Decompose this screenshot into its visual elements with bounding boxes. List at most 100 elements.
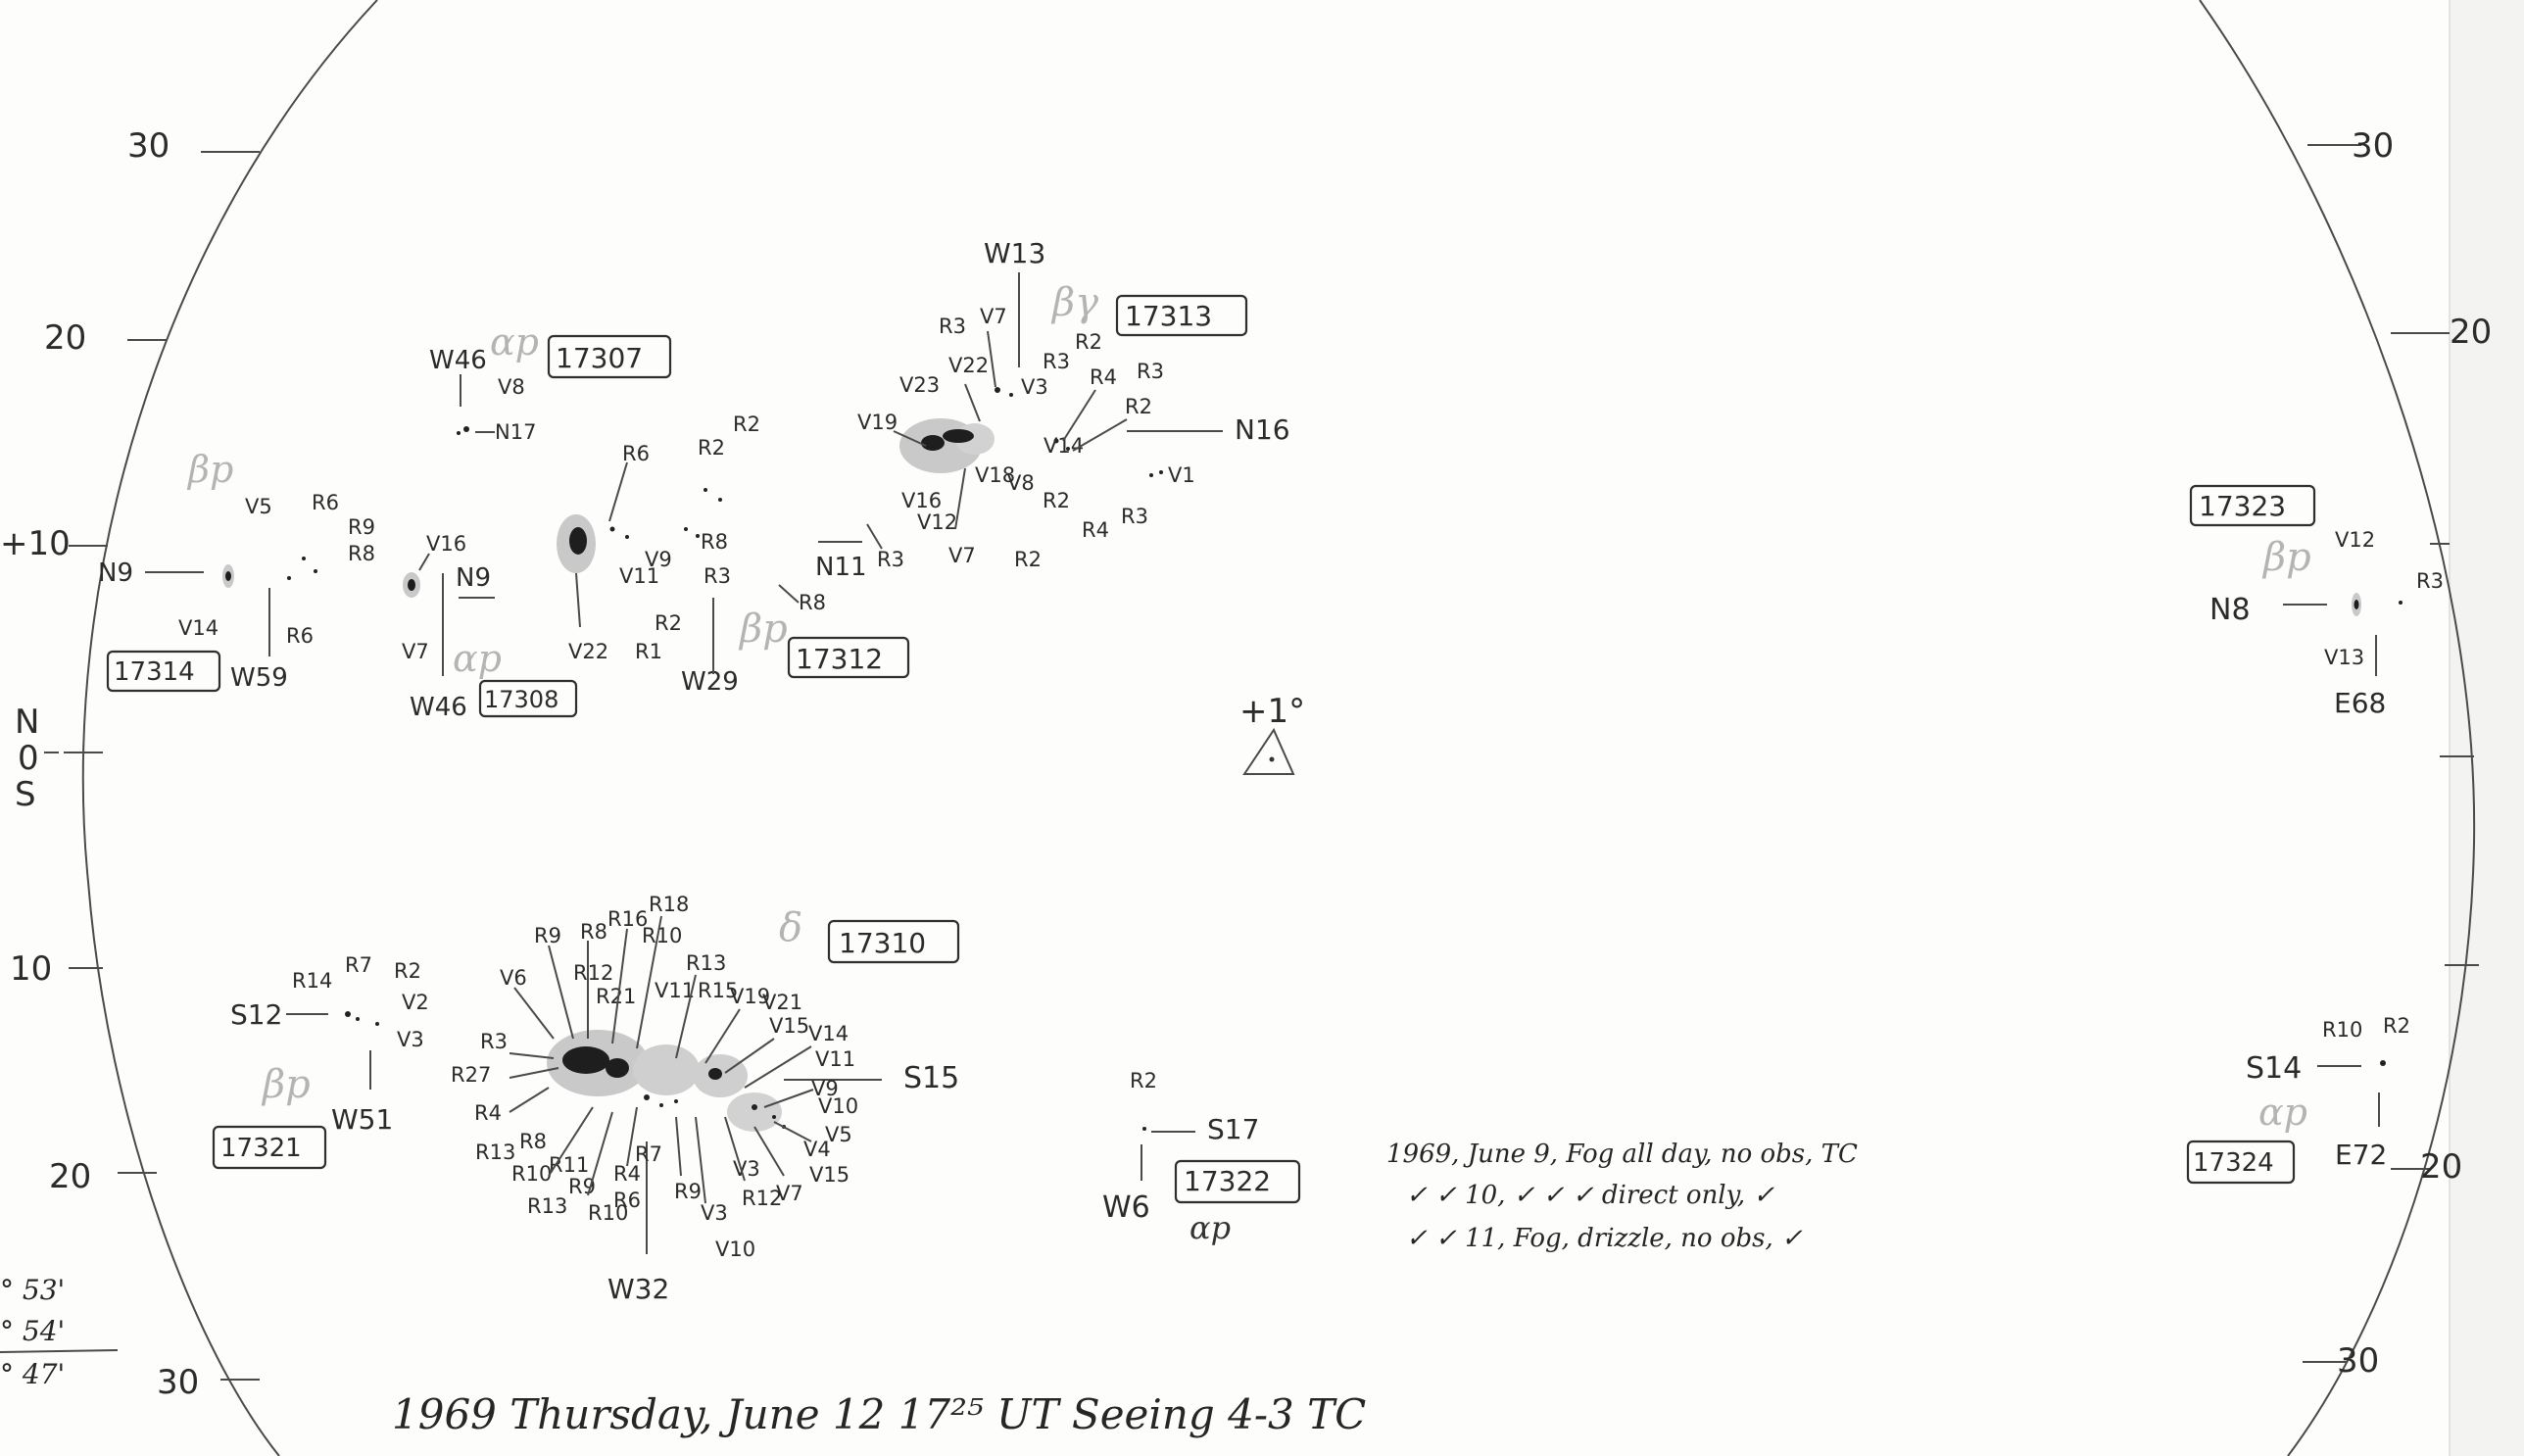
note-line: ✓ ✓ 11, Fog, drizzle, no obs, ✓ <box>1406 1224 1803 1253</box>
region-lon: W32 <box>607 1273 669 1305</box>
spot-label: V16 <box>901 489 942 512</box>
spot-label: R8 <box>799 591 826 614</box>
scale-label: 20 <box>44 318 86 358</box>
region-lat: N9 <box>98 558 133 588</box>
region-lat: S15 <box>903 1061 959 1095</box>
region-box <box>547 334 672 379</box>
region-lon: W46 <box>429 346 487 375</box>
spot-label: R9 <box>674 1180 702 1203</box>
spot-label: R2 <box>1014 548 1042 571</box>
region-lat: N9 <box>456 563 491 593</box>
spot-label: R21 <box>596 985 636 1008</box>
scale-label: 30 <box>2352 126 2394 166</box>
spot-label: R9 <box>348 515 375 539</box>
spot-label: R3 <box>704 564 731 588</box>
scale-label: 20 <box>49 1157 91 1196</box>
spot-label: V23 <box>899 373 940 397</box>
region-17307: 17307 αp W46 V8 N17 <box>429 320 672 444</box>
spot-label: R2 <box>655 611 682 635</box>
corner-note-rule <box>0 1349 119 1353</box>
region-lon: E72 <box>2335 1139 2387 1171</box>
spot-label: V3 <box>1021 375 1048 399</box>
spot-label: V14 <box>178 616 218 640</box>
equator-south: S <box>15 775 36 814</box>
spot-label: R3 <box>1121 505 1148 528</box>
spot-label: V2 <box>402 991 429 1014</box>
region-number: 17323 <box>2199 490 2286 522</box>
spot-label: R4 <box>613 1162 641 1186</box>
spot-label: V8 <box>1007 471 1035 495</box>
region-17310: 17310 δ S15 W32 V6 R9 R8 R16 R18 R10 R12… <box>451 893 959 1305</box>
spot-label: R4 <box>1082 518 1109 542</box>
spot-label: R12 <box>573 961 613 985</box>
center-triangle <box>1242 727 1295 775</box>
spot-label: R7 <box>345 953 372 977</box>
spot-label: R3 <box>877 548 904 571</box>
spot-label: R8 <box>701 530 728 554</box>
limb-right <box>2199 0 2476 1456</box>
spot-label: V11 <box>655 979 695 1002</box>
region-box <box>787 636 910 679</box>
region-number: 17307 <box>556 342 643 374</box>
region-class: αp <box>1189 1209 1231 1246</box>
spot-label: R1 <box>635 640 662 663</box>
spot-label: R6 <box>613 1189 641 1212</box>
region-17324: 17324 αp S14 E72 R10 R2 <box>2186 1014 2410 1185</box>
equator-zero: 0 <box>18 739 39 778</box>
spot-label: V7 <box>776 1182 803 1205</box>
spot-label: R3 <box>1043 350 1070 373</box>
region-class: βp <box>261 1062 311 1107</box>
spot-label: R16 <box>607 907 648 931</box>
spot-label: V8 <box>498 375 525 399</box>
region-lon: E68 <box>2334 687 2386 719</box>
scale-label: 20 <box>2450 313 2492 352</box>
center-mark: +1° <box>1239 692 1305 731</box>
region-number: 17308 <box>484 686 558 713</box>
note-line: ✓ ✓ 10, ✓ ✓ ✓ direct only, ✓ <box>1406 1181 1774 1210</box>
spot-label: V22 <box>568 640 608 663</box>
spot-label: R13 <box>527 1194 567 1218</box>
paper-edge <box>2450 0 2524 1456</box>
region-number: 17324 <box>2193 1148 2274 1178</box>
spot-label: R13 <box>686 951 726 975</box>
spot-label: R4 <box>474 1101 502 1125</box>
spot-label: V4 <box>803 1138 831 1161</box>
note-line: 1969, June 9, Fog all day, no obs, TC <box>1386 1140 1858 1169</box>
scale-label: 20 <box>2420 1147 2462 1187</box>
scale-label: 10 <box>10 949 52 989</box>
region-class: βp <box>738 607 788 652</box>
region-lon: W13 <box>984 237 1045 269</box>
spot-label: R2 <box>1075 330 1102 354</box>
region-box <box>478 679 578 718</box>
spot-label: R8 <box>580 920 607 944</box>
spot-label: V14 <box>1044 434 1084 458</box>
spot-label: R14 <box>292 969 332 993</box>
spot-label: V3 <box>397 1028 424 1051</box>
spot-label: R15 <box>698 979 738 1002</box>
region-class: βp <box>186 448 233 491</box>
spot-label: V13 <box>2324 646 2364 669</box>
spot-label: V7 <box>980 305 1007 328</box>
observation-footer: 1969 Thursday, June 12 17²⁵ UT Seeing 4-… <box>392 1390 1366 1438</box>
region-17321: 17321 βp S12 W51 R14 R7 R2 V2 V3 <box>212 953 429 1170</box>
region-box <box>106 650 221 693</box>
region-17312: 17312 βp W29 N11 R6 R2 R2 R8 R3 V9 V11 R… <box>557 413 910 697</box>
spot-label: V7 <box>948 544 976 567</box>
spot-label: V15 <box>769 1014 809 1038</box>
region-number: 17322 <box>1184 1165 1271 1197</box>
spot-label: V3 <box>701 1201 728 1225</box>
spot-label: R18 <box>649 893 689 916</box>
spot-label: R2 <box>1125 395 1152 418</box>
region-lon: W6 <box>1102 1190 1150 1225</box>
spot-label: R6 <box>312 491 339 514</box>
spot-label: V9 <box>645 548 672 571</box>
spot-label: V19 <box>857 411 898 434</box>
scale-label: +10 <box>0 524 71 563</box>
region-number: 17321 <box>220 1134 302 1163</box>
scale-label: 30 <box>127 126 170 166</box>
region-class: δ <box>779 905 802 950</box>
spot-label: V12 <box>917 510 957 534</box>
region-box <box>827 919 960 964</box>
corner-note: ° 54' <box>0 1315 65 1347</box>
